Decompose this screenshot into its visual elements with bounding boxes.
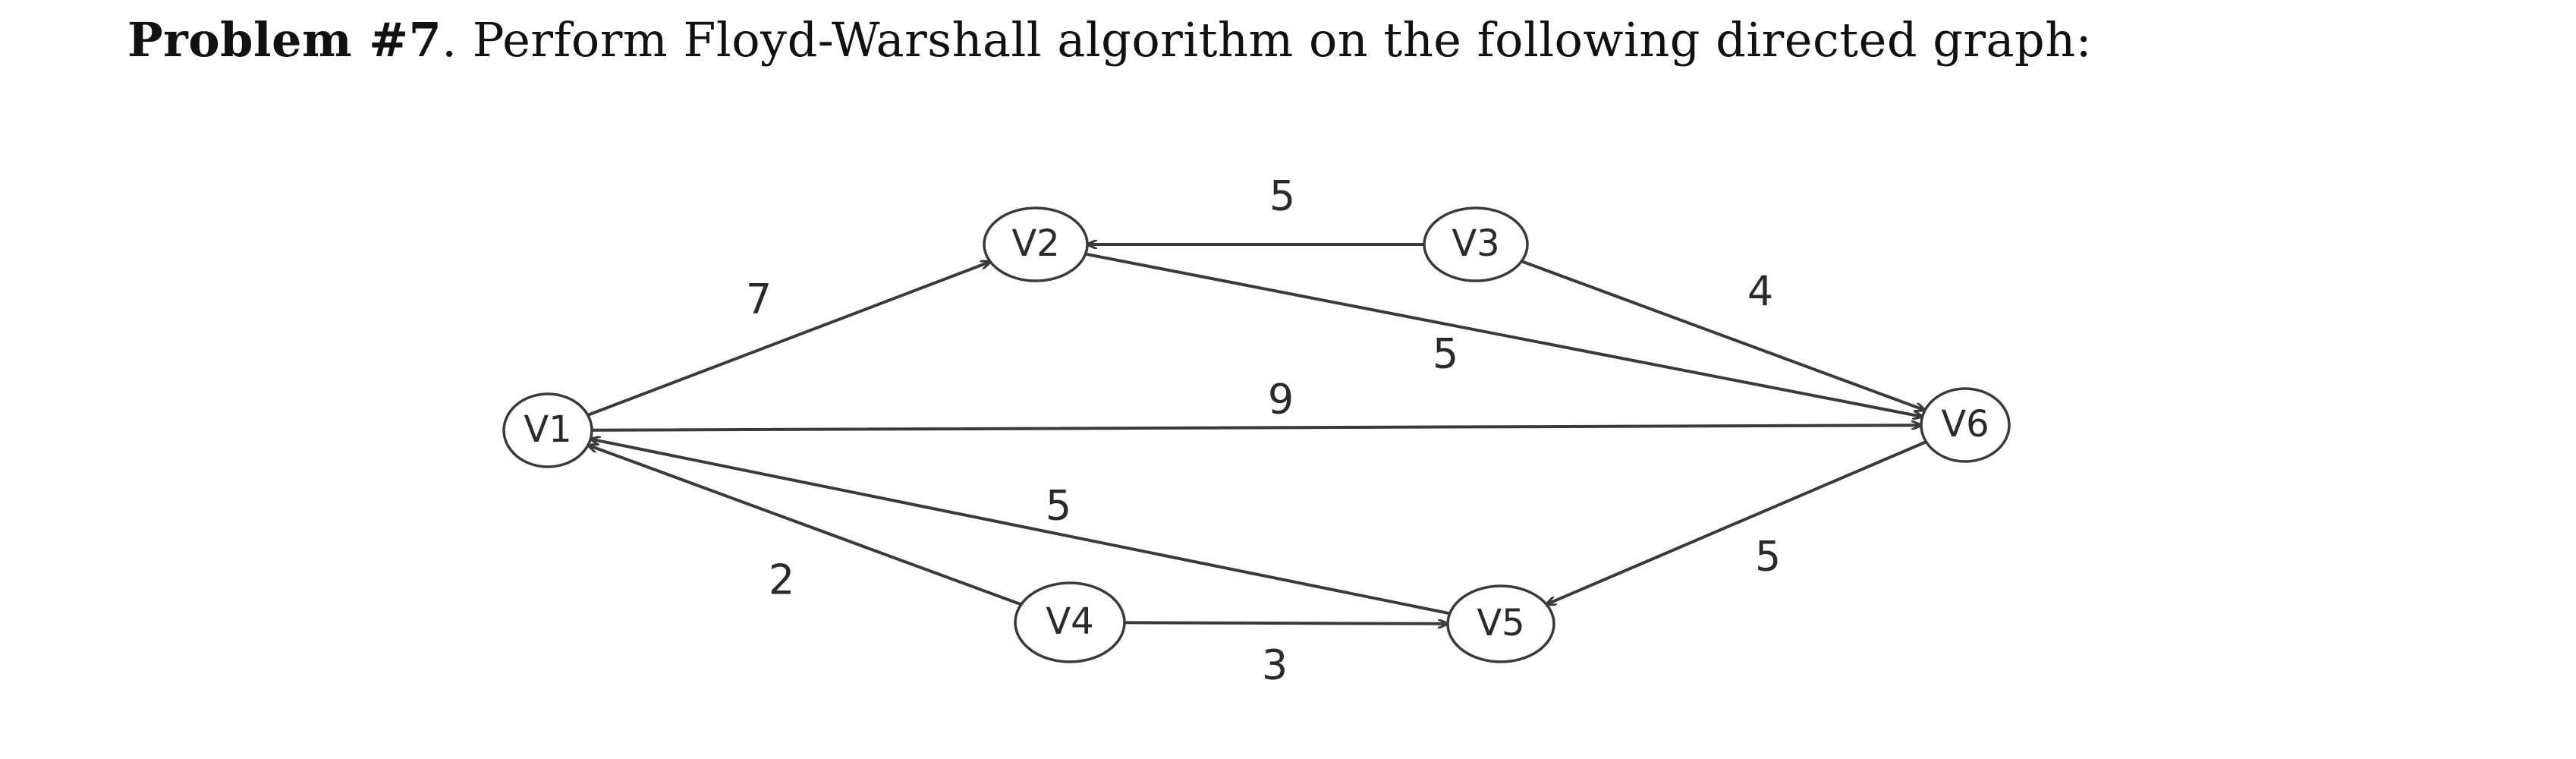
edge-v1-to-v6 xyxy=(590,425,1923,432)
node-v4: V4 xyxy=(1014,581,1126,663)
edge-weight-v3-v2: 5 xyxy=(1269,172,1295,220)
node-v1: V1 xyxy=(502,392,593,468)
node-circle xyxy=(1920,387,2011,463)
node-circle xyxy=(983,206,1089,282)
node-label: V1 xyxy=(524,408,571,451)
edge-weight-v4-v1: 2 xyxy=(769,556,794,604)
edge-v4-to-v5 xyxy=(1123,622,1449,624)
edge-weight-v3-v6: 4 xyxy=(1747,268,1773,316)
node-label: V3 xyxy=(1452,222,1499,265)
edge-v2-to-v6 xyxy=(1084,252,1923,417)
weights-layer: 7 5 4 5 9 5 2 3 5 xyxy=(746,172,1781,689)
node-v3: V3 xyxy=(1423,206,1529,282)
edge-v4-to-v1 xyxy=(588,446,1023,606)
node-label: V4 xyxy=(1046,600,1093,643)
edge-v5-to-v1 xyxy=(590,439,1452,616)
edges-layer xyxy=(586,244,1928,624)
node-v5: V5 xyxy=(1446,584,1555,663)
edge-weight-v4-v5: 3 xyxy=(1262,641,1288,689)
edge-v3-to-v6 xyxy=(1520,260,1925,410)
problem-text: . Perform Floyd-Warshall algorithm on th… xyxy=(442,12,2093,68)
problem-number: Problem #7 xyxy=(127,12,442,68)
edge-weight-v1-v6: 9 xyxy=(1268,376,1294,424)
node-circle xyxy=(1423,206,1529,282)
edge-weight-v2-v6: 5 xyxy=(1433,330,1458,378)
problem-statement: Problem #7. Perform Floyd-Warshall algor… xyxy=(127,12,2092,68)
node-circle xyxy=(1446,584,1555,663)
edge-weight-v1-v2: 7 xyxy=(746,276,772,323)
node-circle xyxy=(1014,581,1126,663)
edge-v1-to-v2 xyxy=(586,262,990,417)
edge-weight-v5-v1: 5 xyxy=(1046,482,1071,530)
node-v6: V6 xyxy=(1920,387,2011,463)
node-label: V2 xyxy=(1011,222,1059,265)
node-circle xyxy=(502,392,593,468)
node-label: V6 xyxy=(1941,403,1989,446)
edge-v6-to-v5 xyxy=(1546,440,1928,606)
edge-weight-v6-v5: 5 xyxy=(1755,533,1781,581)
node-label: V5 xyxy=(1477,602,1524,644)
node-v2: V2 xyxy=(983,206,1089,282)
